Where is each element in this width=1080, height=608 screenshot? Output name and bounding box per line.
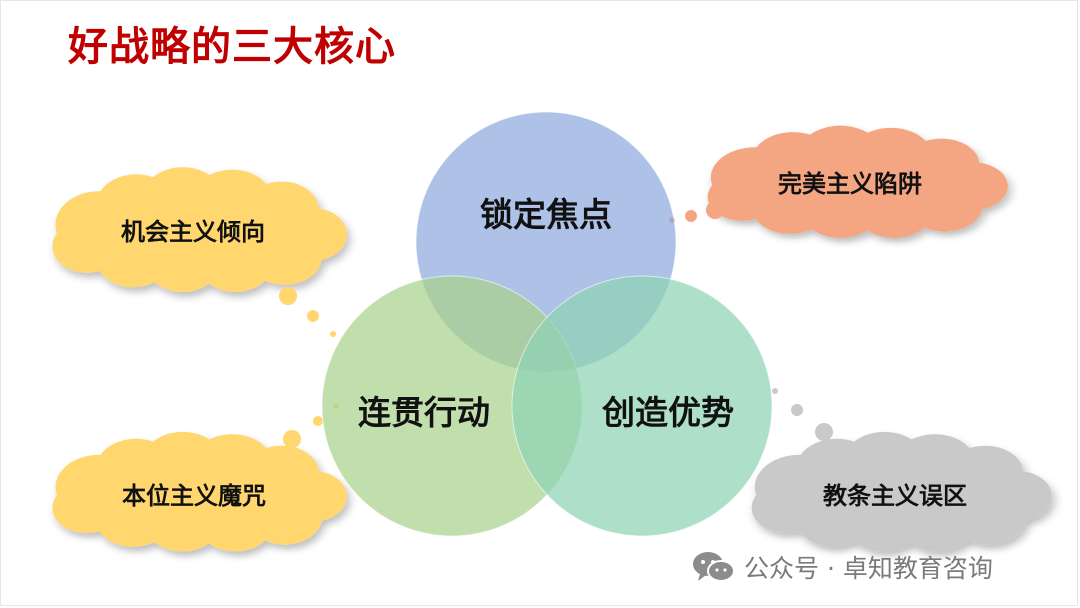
cloud-dot: [330, 331, 336, 337]
circle-label-focus: 锁定焦点: [480, 195, 612, 234]
circle-label-create-advantage: 创造优势: [601, 393, 734, 432]
cloud-dot: [279, 287, 297, 305]
cloud-dot: [685, 210, 697, 222]
cloud-dot: [706, 201, 724, 219]
cloud-dot: [815, 423, 833, 441]
cloud-perfectionism: 完美主义陷阱: [669, 125, 1008, 238]
cloud-label-departmentalism: 本位主义魔咒: [122, 482, 266, 510]
cloud-label-opportunism: 机会主义倾向: [121, 218, 265, 246]
cloud-dot: [791, 404, 803, 416]
circle-create-advantage: [511, 275, 773, 537]
cloud-label-dogmatism: 教条主义误区: [823, 482, 967, 510]
cloud-dot: [283, 430, 301, 448]
cloud-departmentalism: 本位主义魔咒: [52, 403, 347, 552]
watermark-text: 公众号 · 卓知教育咨询: [744, 554, 993, 583]
cloud-dogmatism: 教条主义误区: [751, 388, 1052, 552]
cloud-label-perfectionism: 完美主义陷阱: [778, 170, 922, 198]
cloud-dot: [307, 310, 319, 322]
cloud-opportunism: 机会主义倾向: [52, 167, 347, 337]
watermark: 公众号 · 卓知教育咨询: [692, 550, 993, 584]
cloud-dot: [313, 416, 323, 426]
cloud-dot: [772, 388, 778, 394]
wechat-icon: [693, 552, 735, 582]
circle-label-coherent-action: 连贯行动: [358, 393, 490, 432]
page-title: 好战略的三大核心: [68, 24, 396, 70]
